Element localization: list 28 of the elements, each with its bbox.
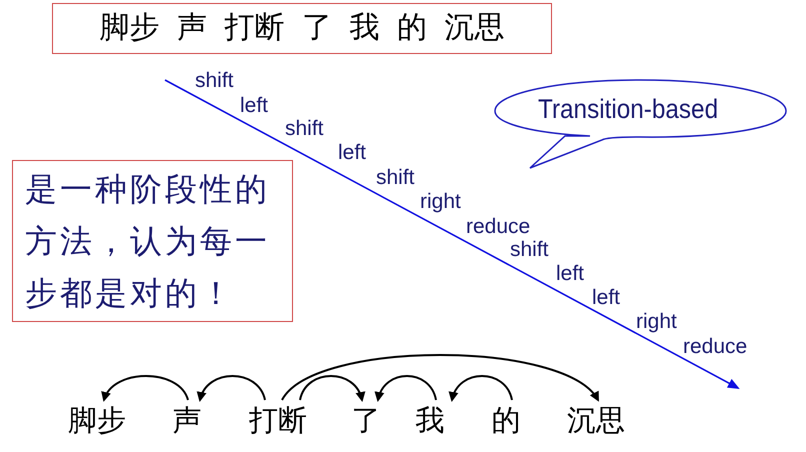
dependency-arrow	[281, 354, 600, 402]
action-label: shift	[285, 118, 324, 140]
bubble-text: Transition-based	[538, 94, 718, 125]
dependency-arrow	[299, 375, 364, 402]
word: 脚步	[68, 400, 126, 440]
action-label: left	[592, 287, 620, 309]
note-box: 是一种阶段性的方法，认为每一步都是对的！	[12, 160, 293, 322]
word: 我	[414, 400, 446, 440]
action-label: shift	[510, 239, 549, 261]
action-label: right	[420, 191, 461, 213]
action-label: reduce	[466, 216, 530, 238]
word: 的	[490, 400, 522, 440]
word: 了	[350, 400, 382, 440]
dependency-arrow	[376, 375, 437, 402]
action-label: left	[556, 263, 584, 285]
dependency-arrow	[450, 375, 513, 402]
action-label: right	[636, 311, 677, 333]
word: 沉思	[563, 400, 629, 440]
action-label: shift	[376, 167, 415, 189]
action-label: left	[338, 142, 366, 164]
action-label: reduce	[683, 336, 748, 358]
dependency-arrow	[102, 375, 189, 402]
dependency-arrow	[198, 375, 266, 402]
word: 声	[171, 400, 203, 440]
sentence-box: 脚步 声 打断 了 我 的 沉思	[52, 3, 552, 54]
word: 打断	[245, 400, 311, 440]
action-label: left	[240, 95, 268, 117]
action-label: shift	[195, 70, 234, 92]
